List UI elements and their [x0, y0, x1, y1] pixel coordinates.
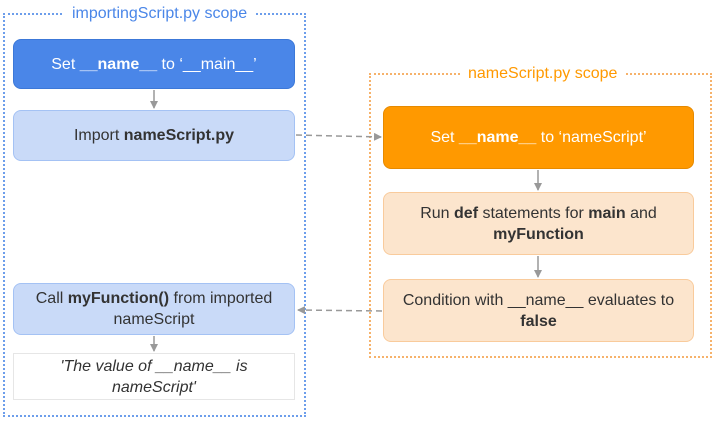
run-def-statements-box: Run def statements for main and myFuncti…: [383, 192, 694, 255]
condition-evaluates-box: Condition with __name__ evaluates to fal…: [383, 279, 694, 342]
call-myfunction-box: Call myFunction() from imported nameScri…: [13, 283, 295, 335]
arrow-import-to-namescript: [295, 132, 382, 141]
set-name-main-box: Set __name__ to ‘__main__’: [13, 39, 295, 89]
arrow-condition-to-call: [297, 306, 383, 315]
set-name-namescript-box: Set __name__ to ‘nameScript’: [383, 106, 694, 169]
name-scope-title: nameScript.py scope: [460, 64, 626, 84]
importing-scope-title: importingScript.py scope: [64, 4, 256, 24]
output-text-box: 'The value of __name__ is nameScript': [13, 353, 295, 400]
import-namescript-box: Import nameScript.py: [13, 110, 295, 161]
